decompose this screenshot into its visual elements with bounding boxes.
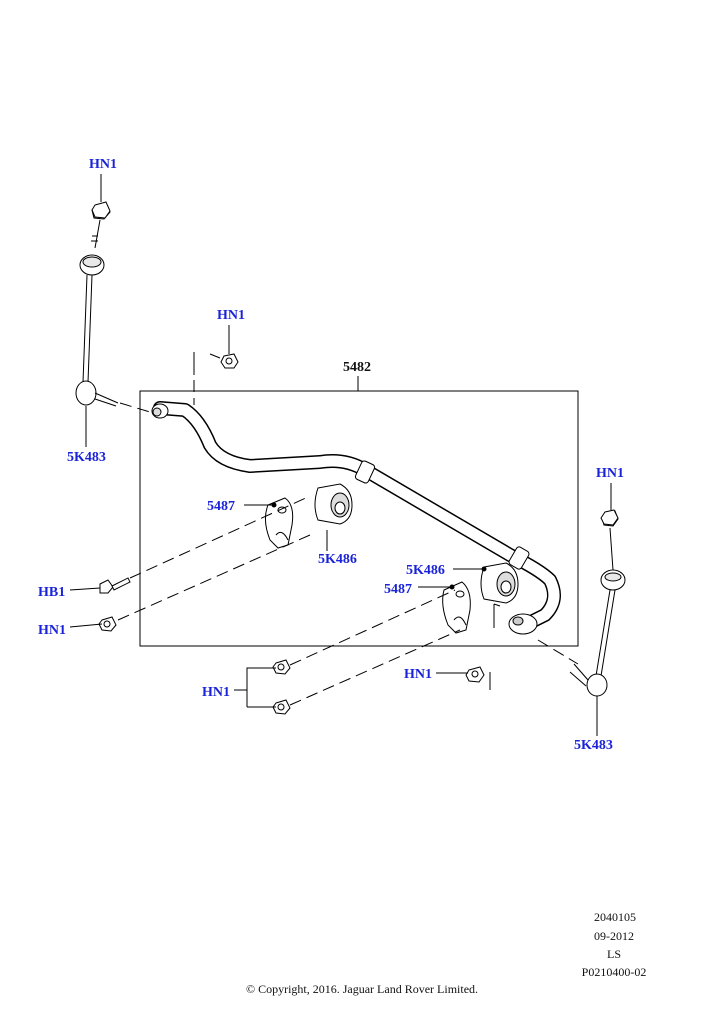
callout-5k483-right[interactable]: 5K483	[574, 738, 613, 753]
stabilizer-bar[interactable]	[151, 401, 561, 635]
nut-hn1-right[interactable]	[600, 509, 619, 526]
callout-5482[interactable]: 5482	[343, 360, 371, 375]
drop-link-left[interactable]	[75, 202, 119, 407]
diagram-ref: P0210400-02	[581, 965, 647, 979]
callout-5487-upper[interactable]: 5487	[207, 499, 235, 514]
callout-hb1[interactable]: HB1	[38, 585, 66, 600]
copyright: © Copyright, 2016. Jaguar Land Rover Lim…	[245, 982, 479, 996]
diagram-date: 09-2012	[594, 929, 634, 943]
callout-hn1-right[interactable]: HN1	[596, 466, 624, 481]
callout-hn1-left-lower[interactable]: HN1	[38, 623, 66, 638]
nut-hn1-bottom-mid[interactable]	[465, 666, 485, 683]
callout-5k483-left[interactable]: 5K483	[67, 450, 106, 465]
assembly-dashes	[117, 380, 579, 706]
callout-hn1-bottom-group[interactable]: HN1	[202, 685, 230, 700]
bushing-lower[interactable]	[480, 562, 519, 604]
nut-hn1-top-left[interactable]	[91, 201, 111, 219]
callout-hn1-upper-mid[interactable]: HN1	[217, 308, 245, 323]
callout-hn1-top-left[interactable]: HN1	[89, 157, 117, 172]
nut-hn1-upper-mid[interactable]	[220, 353, 239, 369]
callout-5k486-lower[interactable]: 5K486	[406, 563, 445, 578]
leader-lines	[69, 174, 612, 708]
bracket-lower[interactable]	[442, 581, 471, 634]
assembly-frame	[139, 390, 579, 647]
nut-hn1-group-1[interactable]	[272, 659, 291, 675]
diagram-region: LS	[606, 947, 621, 961]
callout-5487-lower[interactable]: 5487	[384, 582, 412, 597]
callout-5k486-upper[interactable]: 5K486	[318, 552, 357, 567]
bushing-upper[interactable]	[314, 483, 353, 525]
break-marks	[193, 352, 501, 690]
callout-hn1-bottom-mid[interactable]: HN1	[404, 667, 432, 682]
bolt-hb1[interactable]	[99, 577, 131, 594]
diagram-code: 2040105	[594, 910, 636, 924]
